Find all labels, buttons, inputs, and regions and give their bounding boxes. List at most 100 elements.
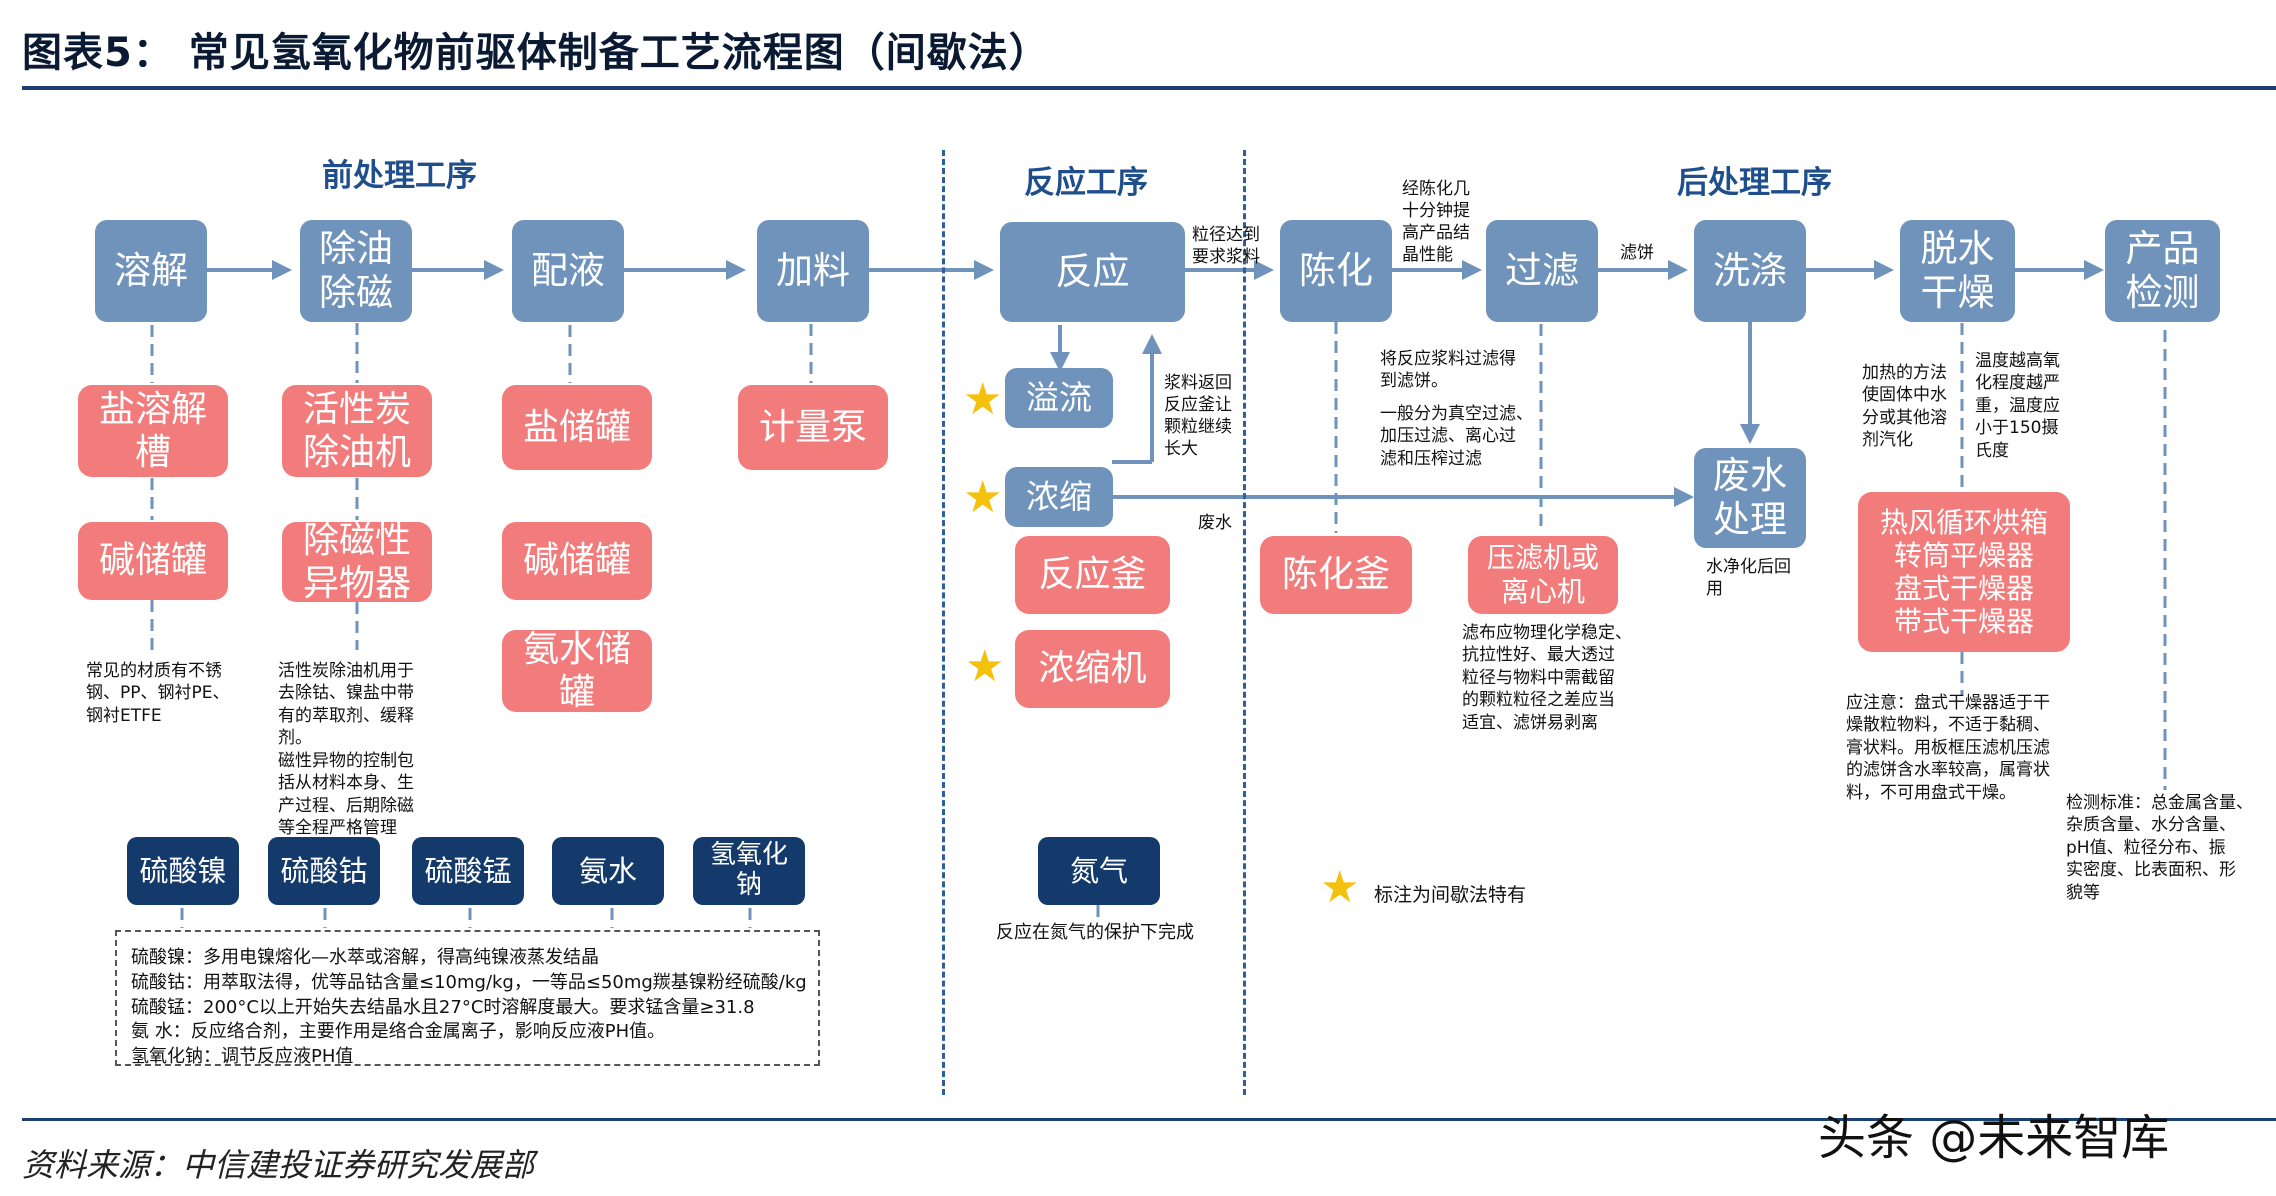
note-carbon-8: 等全程严格管理	[278, 818, 397, 839]
section-title-post: 后处理工序	[1677, 165, 1832, 201]
legend-row-nickel: 硫酸镍：多用电镍熔化—水萃或溶解，得高纯镍液蒸发结晶	[131, 947, 599, 968]
process-age-label: 陈化	[1299, 248, 1373, 292]
star-icon-overflow: ★	[963, 374, 1003, 425]
section-divider-2	[1243, 150, 1246, 1095]
material-manganese-label: 硫酸锰	[424, 853, 512, 888]
process-concentrate-label: 浓缩	[1026, 477, 1092, 517]
process-feed: 加料	[757, 220, 869, 322]
note-filter-cloth-1: 滤布应物理化学稳定、	[1462, 623, 1632, 643]
equipment-meter-pump: 计量泵	[738, 385, 888, 470]
note-test-standard-3: pH值、粒径分布、振	[2066, 837, 2226, 858]
note-caution-2: 燥散粒物料，不适于黏稠、	[1846, 715, 2050, 736]
equipment-magnetic-remover: 除磁性 异物器	[282, 520, 432, 604]
label-particle-size-1: 粒径达到	[1192, 225, 1260, 245]
equipment-aging-tank: 陈化釜	[1260, 536, 1412, 614]
label-aging-note: 经陈化几 十分钟提 高产品结 晶性能	[1402, 178, 1470, 266]
material-nickel-label: 硫酸镍	[139, 853, 227, 888]
equipment-carbon-line2: 除油机	[302, 432, 411, 473]
process-dissolve: 溶解	[95, 220, 207, 322]
star-icon-concentrate: ★	[963, 472, 1003, 523]
note-filter-cloth-3: 粒径与物料中需截留	[1462, 667, 1615, 688]
equipment-dryer-3: 盘式干燥器	[1893, 572, 2034, 605]
label-slurry-return-3: 颗粒继续	[1164, 417, 1232, 438]
note-tank-material-3: 钢衬ETFE	[86, 705, 162, 726]
note-caution-5: 料，不可用盘式干燥。	[1846, 782, 2016, 803]
note-temperature-5: 氏度	[1975, 440, 2009, 461]
equipment-meter-pump-label: 计量泵	[758, 406, 867, 448]
legend-row-manganese: 硫酸锰：200°C以上开始失去结晶水且27°C时溶解度最大。要求锰含量≥31.8	[131, 996, 755, 1018]
materials-legend-box: 硫酸镍：多用电镍熔化—水萃或溶解，得高纯镍液蒸发结晶 硫酸钴：用萃取法得，优等品…	[115, 930, 820, 1067]
section-divider-1	[942, 150, 945, 1095]
equipment-dryer-1: 热风循环烘箱	[1879, 505, 2048, 539]
equipment-concentrator: 浓缩机	[1015, 630, 1170, 708]
material-nitrogen-label: 氮气	[1069, 853, 1128, 888]
process-degrease-demagnetize: 除油 除磁	[300, 220, 412, 322]
equipment-press-line2: 离心机	[1500, 575, 1585, 608]
note-heating-3: 分或其他溶	[1862, 407, 1947, 428]
material-naoh: 氢氧化 钠	[693, 837, 805, 905]
note-temperature-2: 化程度越严	[1975, 373, 2060, 394]
process-test-line1: 产品	[2125, 226, 2200, 270]
process-dissolve-label: 溶解	[114, 248, 188, 292]
equipment-ammonia-tank: 氨水储 罐	[502, 628, 652, 713]
process-age: 陈化	[1280, 220, 1392, 322]
equipment-filter-press: 压滤机或 离心机	[1468, 536, 1618, 614]
label-aging-note-4: 晶性能	[1402, 245, 1453, 266]
equipment-salt-storage: 盐储罐	[502, 385, 652, 470]
note-tank-material-2: 钢、PP、钢衬PE、	[86, 683, 230, 704]
note-carbon: 活性炭除油机用于 去除钴、镍盐中带 有的萃取剂、缓释 剂。 磁性异物的控制包 括…	[278, 660, 414, 840]
label-slurry-return-1: 浆料返回	[1164, 373, 1232, 393]
label-star-legend: 标注为间歇法特有	[1374, 884, 1527, 906]
process-degrease-line2: 除磁	[319, 271, 393, 314]
section-title-pre: 前处理工序	[322, 158, 477, 194]
note-caution: 应注意：盘式干燥器适于干 燥散粒物料，不适于黏稠、 膏状料。用板框压滤机压滤 的…	[1846, 692, 2050, 804]
note-filter-method: 将反应浆料过滤得 到滤饼。 一般分为真空过滤、 加压过滤、离心过 滤和压榨过滤	[1380, 348, 1533, 470]
note-test-standard-1: 检测标准：总金属含量、	[2066, 793, 2253, 813]
material-naoh-line2: 钠	[735, 870, 762, 900]
label-particle-size: 粒径达到 要求浆料	[1192, 224, 1260, 268]
note-filter-method-5: 加压过滤、离心过	[1380, 426, 1516, 447]
equipment-salt-storage-label: 盐储罐	[522, 406, 631, 448]
process-dry-line2: 干燥	[1920, 271, 1995, 314]
note-temperature: 温度越高氧 化程度越严 重，温度应 小于150摄 氏度	[1975, 350, 2060, 462]
process-filter: 过滤	[1486, 220, 1598, 322]
process-wash-label: 洗涤	[1713, 248, 1787, 292]
process-wastewater: 废水 处理	[1694, 448, 1806, 548]
bottom-rule	[22, 1118, 2276, 1121]
note-caution-3: 膏状料。用板框压滤机压滤	[1846, 737, 2050, 758]
process-dry-line1: 脱水	[1920, 226, 1995, 270]
label-waste-water: 废水	[1198, 513, 1232, 533]
note-filter-method-4: 一般分为真空过滤、	[1380, 403, 1533, 424]
equipment-alkali-tank-2-label: 碱储罐	[522, 540, 631, 582]
label-water-reuse: 水净化后回 用	[1706, 556, 1791, 600]
material-ammonia: 氨水	[552, 837, 664, 905]
equipment-dryer-4: 带式干燥器	[1893, 605, 2034, 639]
process-react: 反应	[1000, 222, 1185, 322]
note-carbon-4: 剂。	[278, 728, 312, 749]
note-heating-1: 加热的方法	[1862, 363, 1947, 383]
note-carbon-5: 磁性异物的控制包	[278, 750, 414, 771]
equipment-magnetic-line2: 异物器	[302, 563, 411, 604]
process-wastewater-line2: 处理	[1713, 498, 1787, 541]
equipment-ammonia-line1: 氨水储	[522, 628, 631, 670]
equipment-salt-dissolve-tank: 盐溶解 槽	[78, 385, 228, 477]
equipment-ammonia-line2: 罐	[558, 672, 595, 713]
note-temperature-4: 小于150摄	[1975, 418, 2059, 439]
note-carbon-2: 去除钴、镍盐中带	[278, 683, 414, 704]
legend-row-naoh: 氢氧化钠：调节反应液PH值	[131, 1046, 354, 1068]
process-wash: 洗涤	[1694, 220, 1806, 322]
process-degrease-line1: 除油	[319, 226, 393, 270]
equipment-salt-dissolve-line2: 槽	[134, 432, 171, 473]
note-temperature-1: 温度越高氧	[1975, 351, 2060, 371]
note-filter-method-1: 将反应浆料过滤得	[1380, 349, 1516, 369]
process-feed-label: 加料	[776, 248, 850, 292]
process-overflow-label: 溢流	[1026, 378, 1092, 418]
label-particle-size-2: 要求浆料	[1192, 247, 1260, 268]
note-carbon-3: 有的萃取剂、缓释	[278, 705, 414, 726]
material-cobalt-label: 硫酸钴	[280, 853, 368, 888]
note-test-standard-5: 貌等	[2066, 882, 2100, 903]
note-test-standard-4: 实密度、比表面积、形	[2066, 860, 2236, 881]
process-react-label: 反应	[1055, 249, 1130, 293]
label-water-reuse-2: 用	[1706, 579, 1723, 600]
